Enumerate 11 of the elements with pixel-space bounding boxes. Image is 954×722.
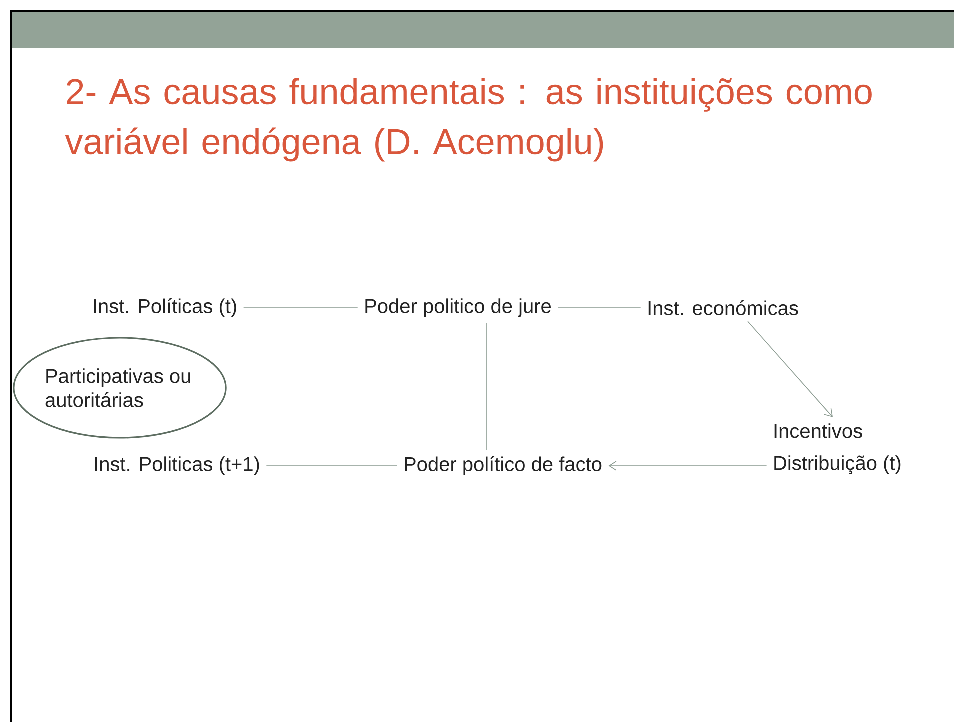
title: 2- As causas fundamentais : as instituições como variável endógena (D. Acemoglu) [65, 78, 872, 162]
ellipse-node: Participativas ou autoritárias [13, 337, 227, 439]
node-label: Inst. Politicas (t+1) [95, 456, 260, 476]
connector-line [486, 323, 488, 451]
arrow [748, 321, 833, 418]
node-label: Poder político de facto [405, 456, 602, 476]
arrow [608, 461, 768, 471]
node-label: Incentivos Distribuição (t) [774, 424, 901, 474]
node-label: Poder politico de jure [366, 298, 551, 318]
node-label: Inst. económicas [648, 300, 798, 316]
node-label: Inst. Políticas (t) [94, 298, 236, 318]
